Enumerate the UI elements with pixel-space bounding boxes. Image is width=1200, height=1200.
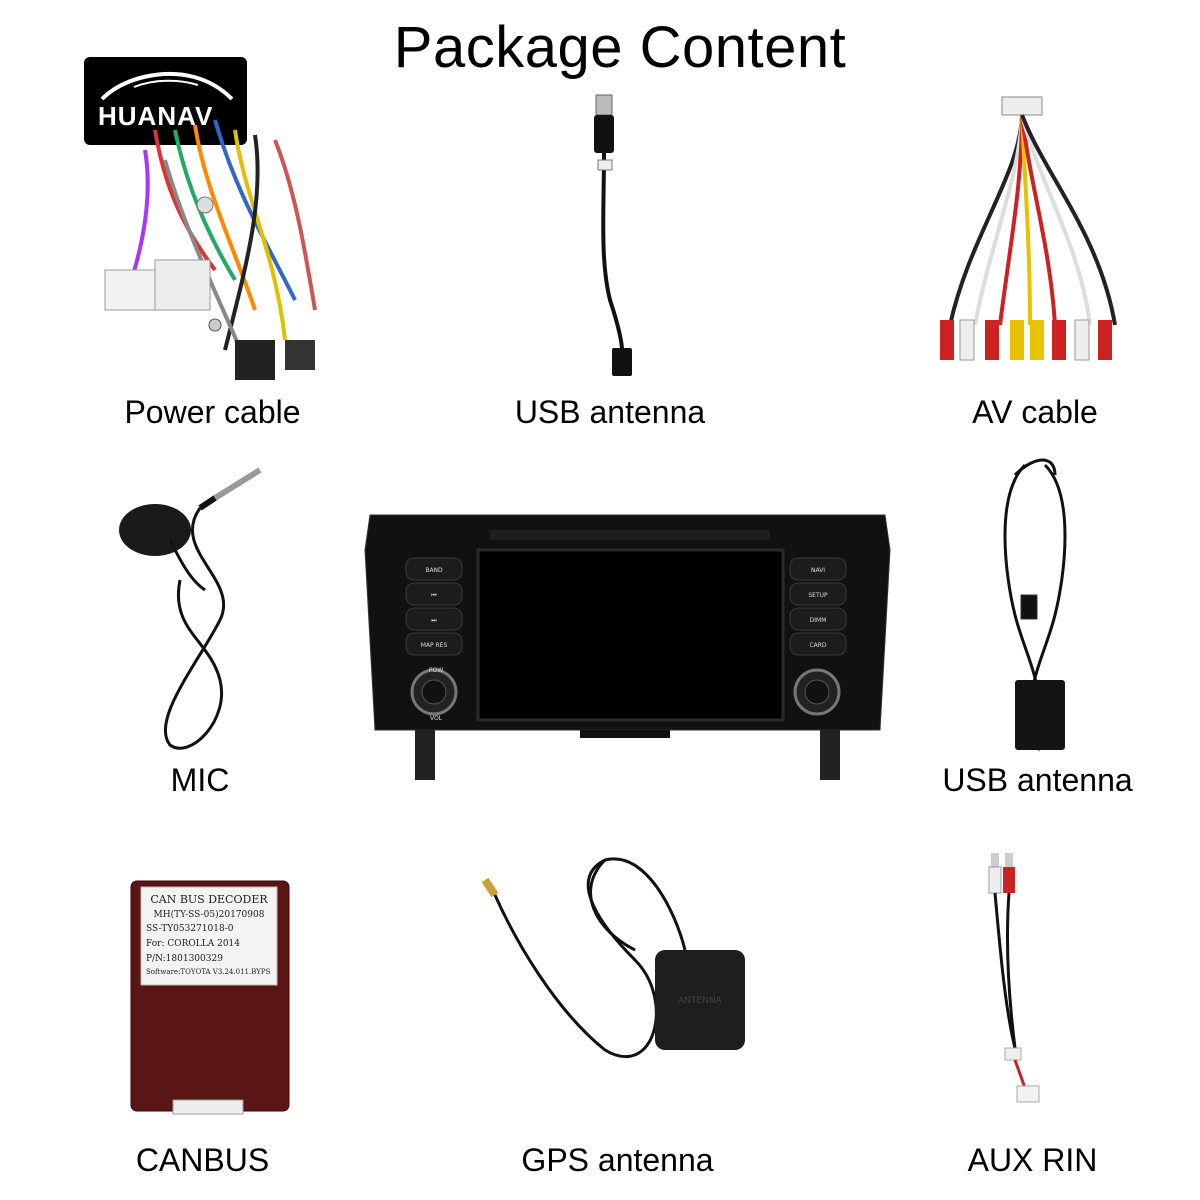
usb-antenna-right-image	[985, 455, 1085, 755]
canbus-line-4: For: COROLLA 2014	[146, 939, 240, 949]
car-silhouette-icon	[100, 71, 234, 101]
map-res-button[interactable]: MAP RES	[421, 642, 448, 649]
power-cable-image	[95, 110, 335, 390]
vol-label: VOL	[430, 715, 443, 722]
dimm-button[interactable]: DIMM	[810, 617, 827, 624]
card-button[interactable]: CARD	[809, 642, 826, 649]
canbus-line-3: SS-TY053271018-0	[146, 924, 234, 934]
usb-antenna-right-label: USB antenna	[942, 762, 1133, 798]
navi-button[interactable]: NAVI	[811, 567, 825, 574]
aux-rin-label: AUX RIN	[967, 1142, 1098, 1178]
gps-module-text: ANTENNA	[678, 996, 723, 1006]
mic-image	[110, 460, 280, 760]
gps-antenna-label: GPS antenna	[521, 1142, 714, 1178]
head-unit-image: BAND ⏮ ⏭ MAP RES NAVI SETUP DIMM CARD PO…	[360, 510, 895, 785]
pow-label: POW	[429, 667, 443, 674]
canbus-line-5: P/N:1801300329	[146, 954, 223, 964]
mic-label: MIC	[170, 762, 230, 798]
usb-antenna-image	[560, 90, 660, 380]
band-button[interactable]: BAND	[425, 567, 443, 574]
page-title: Package Content	[393, 15, 847, 80]
av-cable-label: AV cable	[972, 394, 1098, 430]
head-unit-left-buttons: BAND ⏮ ⏭ MAP RES	[405, 557, 463, 656]
prev-track-icon[interactable]: ⏮	[431, 592, 437, 599]
canbus-line-1: CAN BUS DECODER	[150, 893, 268, 906]
next-track-icon[interactable]: ⏭	[431, 617, 437, 624]
setup-button[interactable]: SETUP	[808, 592, 828, 599]
gps-antenna-image: ANTENNA	[455, 850, 755, 1110]
canbus-line-2: MH(TY-SS-05)20170908	[154, 909, 265, 920]
head-unit-right-buttons: NAVI SETUP DIMM CARD	[789, 557, 847, 656]
power-cable-label: Power cable	[124, 394, 301, 430]
av-cable-image	[930, 95, 1130, 375]
usb-antenna-label: USB antenna	[514, 394, 706, 430]
canbus-line-6: Software:TOYOTA V3.24.011.BYPS	[146, 968, 271, 976]
aux-rin-image	[975, 848, 1065, 1108]
canbus-label: CANBUS	[135, 1142, 270, 1178]
canbus-decoder-image: CAN BUS DECODER MH(TY-SS-05)20170908 SS-…	[128, 878, 293, 1118]
